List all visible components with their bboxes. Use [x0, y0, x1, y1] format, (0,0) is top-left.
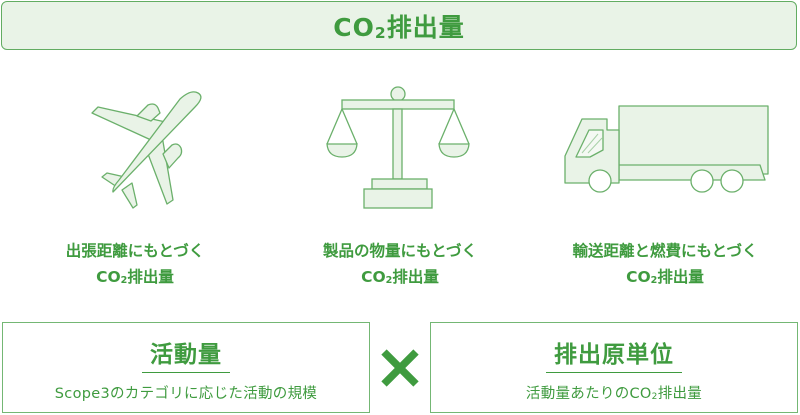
caption-line1: 輸送距離と燃費にもとづく: [572, 242, 758, 260]
airplane-icon: [91, 91, 202, 209]
emission-factor-description: 活動量あたりのCO2排出量: [525, 386, 703, 403]
method-caption-transport-fuel: 輸送距離と燃費にもとづく CO2排出量: [535, 238, 795, 294]
caption-line1: 出張距離にもとづく: [65, 242, 205, 260]
activity-amount-description: Scope3のカテゴリに応じた活動の規模: [54, 386, 318, 402]
balance-scale-icon: [326, 86, 470, 209]
header-title: CO2排出量: [333, 8, 464, 44]
caption-line2: CO2排出量: [626, 268, 704, 287]
header-bar: CO2排出量: [1, 1, 797, 50]
header-title-suffix: 排出量: [386, 12, 465, 42]
activity-amount-title: 活動量: [142, 335, 230, 373]
method-caption-product-quantity: 製品の物量にもとづく CO2排出量: [270, 238, 530, 294]
caption-line2: CO2排出量: [361, 268, 439, 287]
activity-amount-box: 活動量 Scope3のカテゴリに応じた活動の規模: [2, 322, 370, 413]
header-title-prefix: CO: [333, 12, 375, 42]
truck-icon: [564, 105, 769, 193]
multiply-icon: [381, 349, 419, 387]
caption-line2: CO2排出量: [96, 268, 174, 287]
header-title-subscript: 2: [374, 23, 387, 42]
caption-line1: 製品の物量にもとづく: [322, 242, 478, 260]
method-caption-business-travel: 出張距離にもとづく CO2排出量: [5, 238, 265, 294]
emission-factor-box: 排出原単位 活動量あたりのCO2排出量: [430, 322, 798, 413]
emission-factor-title: 排出原単位: [546, 335, 682, 373]
